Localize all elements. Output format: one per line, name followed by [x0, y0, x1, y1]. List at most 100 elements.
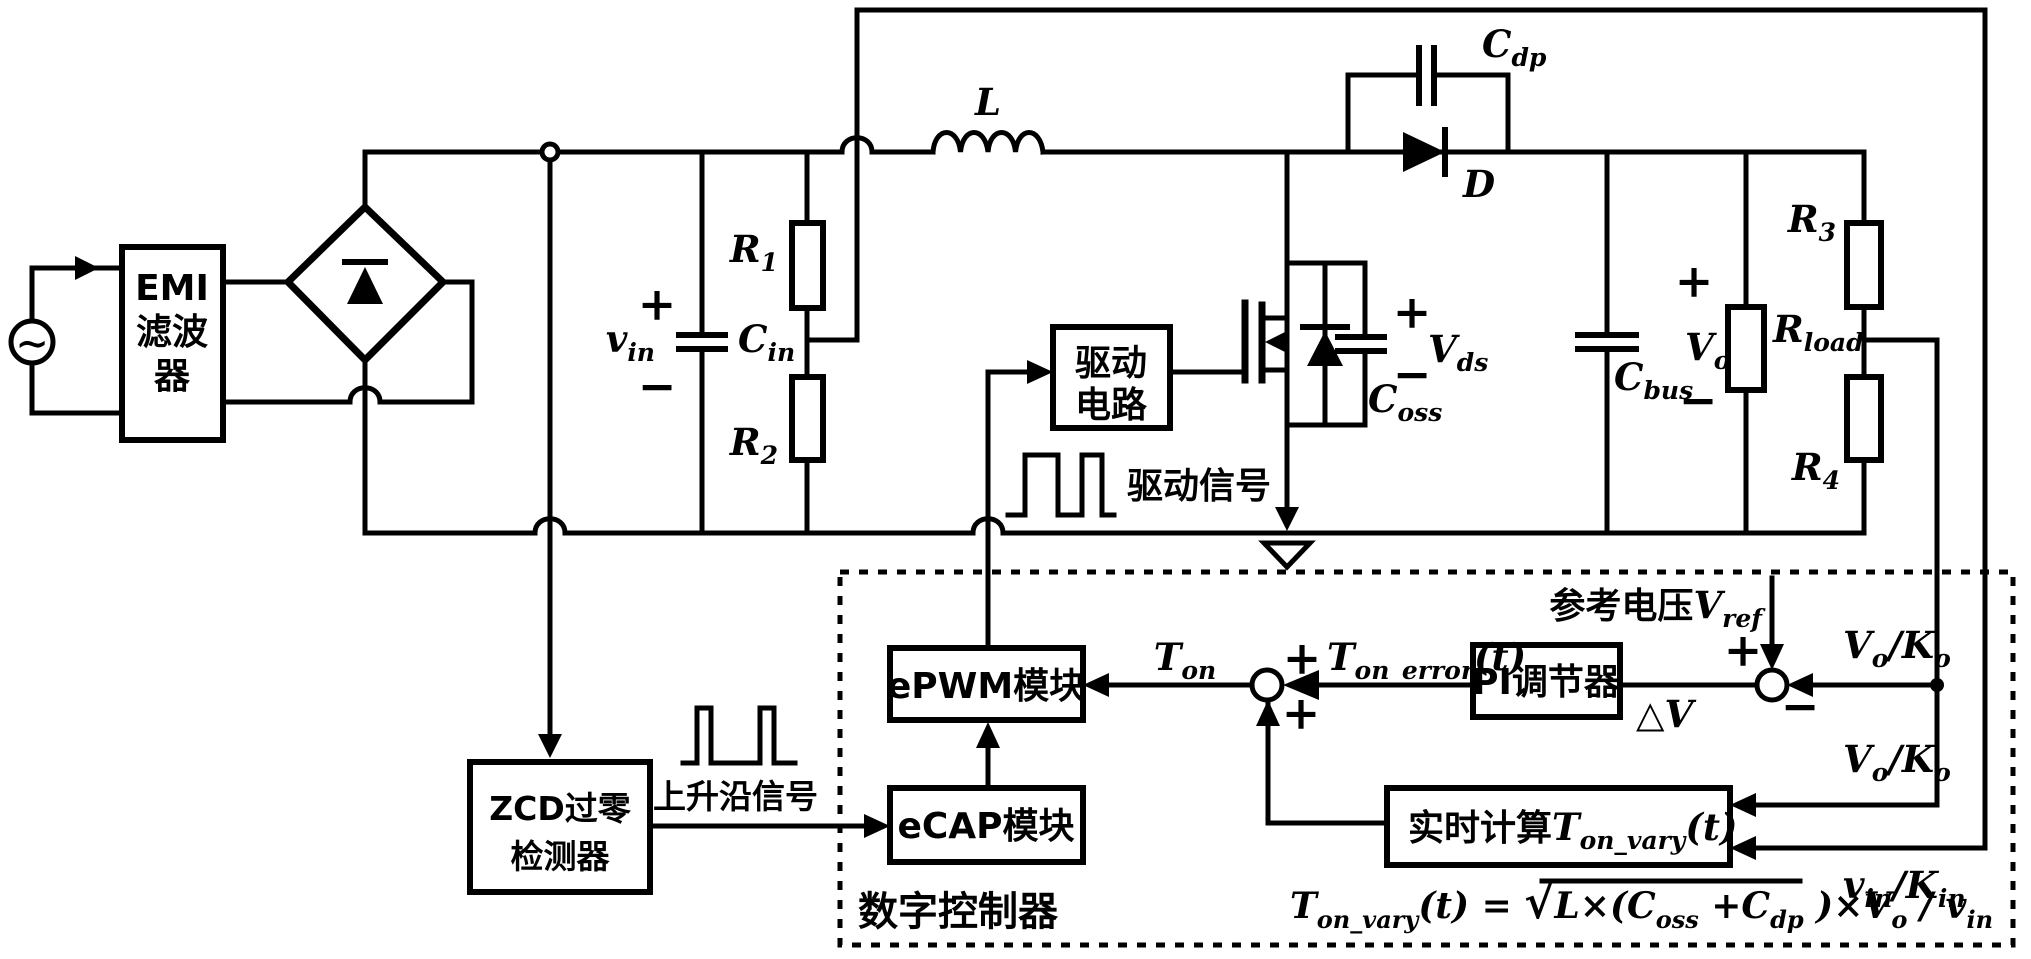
ton-error-label: Ton_error(t) — [1327, 635, 1526, 685]
drive-circuit-box — [1050, 324, 1173, 431]
bridge-diode-icon — [347, 267, 383, 304]
ground-icon — [1258, 540, 1316, 571]
resistor-r2 — [789, 374, 826, 463]
ac-source-icon — [8, 318, 56, 366]
body-diode-icon — [1307, 331, 1343, 366]
sum1-plus-right: + — [1283, 631, 1322, 685]
cin-capacitor — [676, 149, 728, 536]
rising-edge-waveform — [680, 705, 798, 766]
realtime-calc-box — [1384, 785, 1733, 868]
rising-edge-label: 上升沿信号 — [653, 777, 818, 816]
vo-ko-lower-label: Vo/Ko — [1843, 737, 1951, 787]
zcd-sense-wire — [538, 157, 562, 758]
pi-box — [1470, 642, 1623, 720]
svg-text:−: − — [1393, 347, 1432, 401]
bridge-wires — [220, 149, 475, 536]
sense-node — [539, 141, 561, 163]
drive-signal-label: 驱动信号 — [1127, 466, 1271, 507]
sum2-plus: + — [1724, 623, 1763, 677]
summing-junction-left — [1249, 667, 1285, 703]
svg-text:电路: 电路 — [1075, 385, 1148, 426]
arrow-right-icon — [1027, 360, 1053, 384]
coss-plates — [1335, 334, 1387, 354]
svg-text:滤波: 滤波 — [136, 312, 208, 353]
svg-text:检测器: 检测器 — [511, 837, 611, 876]
pi-label: PI调节器 — [1472, 662, 1621, 703]
resistor-r4 — [1844, 374, 1884, 463]
svg-text:驱动: 驱动 — [1075, 343, 1147, 384]
output-divider-wires — [1730, 149, 1944, 817]
ton-label: Ton — [1154, 635, 1216, 685]
digital-controller-boundary — [837, 569, 2016, 948]
ac-input-wires — [29, 256, 125, 416]
rload-label: Rload — [1772, 307, 1864, 357]
arrow-down-icon — [1275, 507, 1299, 531]
emi-filter-box — [119, 244, 226, 443]
controller-wires — [647, 360, 1940, 838]
svg-text:Vds: Vds — [1428, 327, 1488, 377]
svg-text:EMI: EMI — [135, 268, 209, 309]
r1-label: R1 — [729, 227, 778, 277]
svg-text:+: + — [1393, 285, 1432, 339]
zcd-box — [467, 759, 653, 895]
ton-vary-formula: Ton_vary(t) = √L×(Coss +Cdp )×Vo / vin — [1290, 875, 1993, 934]
epwm-label: ePWM模块 — [887, 666, 1085, 707]
zcd-label: ZCD过零 检测器 — [489, 789, 632, 876]
svg-text:vin: vin — [606, 317, 655, 367]
vin-kin-label: vin/Kin — [1843, 863, 1966, 913]
ecap-label: eCAP模块 — [897, 806, 1074, 847]
vin-annotation: vin + − — [606, 277, 676, 413]
vref-label: 参考电压Vref — [1549, 583, 1766, 633]
arrow-up-icon — [1256, 700, 1280, 726]
resistor-r1 — [789, 220, 826, 311]
arrow-left-icon — [1283, 670, 1319, 700]
cdp-branch — [1345, 45, 1511, 155]
svg-text:+: + — [1675, 254, 1714, 308]
resistor-rload — [1725, 304, 1767, 393]
arrow-left-icon — [1730, 836, 1756, 860]
realtime-calc-label: 实时计算Ton_vary(t) — [1408, 805, 1737, 855]
sum1-plus-bottom: + — [1282, 686, 1321, 740]
cdp-plates — [1416, 45, 1437, 106]
svg-text:ZCD过零: ZCD过零 — [489, 789, 632, 828]
emi-filter-label: EMI 滤波 器 — [135, 268, 209, 397]
inductor-label: L — [974, 80, 1001, 124]
digital-controller-label: 数字控制器 — [858, 889, 1059, 935]
top-bus — [362, 130, 1867, 226]
resistor-r3 — [1844, 220, 1884, 310]
cbus-capacitor — [1575, 149, 1639, 536]
vo-annotation: Vo + − — [1675, 254, 1731, 427]
arrow-left-icon — [1730, 793, 1756, 817]
ecap-box — [887, 785, 1086, 865]
ac-sine-symbol: ∼ — [15, 320, 49, 367]
svg-text:+: + — [638, 277, 677, 331]
cdp-label: Cdp — [1482, 22, 1547, 72]
r2-label: R2 — [729, 420, 778, 470]
inductor-coil — [930, 130, 1046, 155]
svg-text:器: 器 — [154, 356, 191, 397]
summing-junction-right — [1754, 667, 1790, 703]
vo-ko-upper-label: Vo/Ko — [1843, 623, 1951, 673]
arrow-left-icon — [1083, 673, 1109, 697]
vds-annotation: Vds + − — [1393, 285, 1489, 401]
svg-text:−: − — [1679, 373, 1718, 427]
r4-label: R4 — [1791, 445, 1840, 495]
epwm-box — [887, 645, 1086, 723]
arrow-down-icon — [538, 734, 562, 758]
arrow-left-icon — [1787, 673, 1813, 697]
drive-signal-waveform — [1005, 452, 1117, 518]
cin-label: Cin — [738, 317, 795, 367]
delta-v-label: △V — [1636, 692, 1696, 736]
boost-diode — [1403, 127, 1448, 177]
mosfet-switch — [1167, 149, 1387, 571]
vin-sense-wire — [804, 7, 1988, 860]
drive-circuit-label: 驱动 电路 — [1075, 343, 1148, 426]
bottom-bus — [362, 516, 1867, 536]
arrow-right-icon — [864, 814, 890, 838]
cbus-label: Cbus — [1614, 355, 1693, 405]
diode-label: D — [1462, 162, 1495, 206]
sum2-minus: − — [1781, 679, 1820, 733]
svg-text:−: − — [638, 359, 677, 413]
